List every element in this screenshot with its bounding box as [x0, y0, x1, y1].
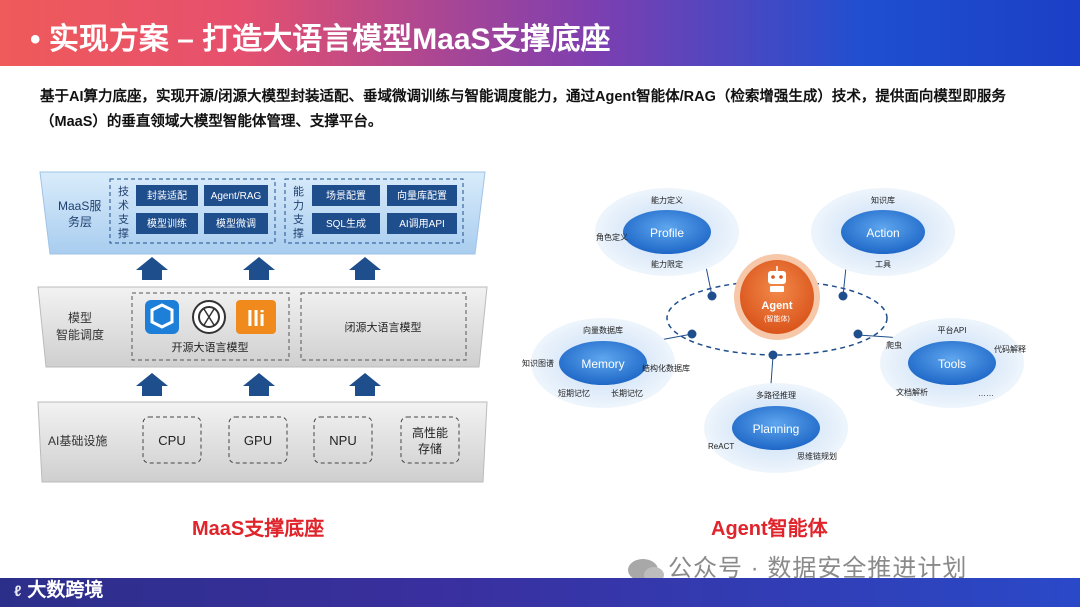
arrows-row-1	[136, 257, 381, 280]
up-arrow-icon	[243, 257, 275, 280]
tools-title: Tools	[938, 357, 966, 371]
infra-item-cpu: CPU	[158, 433, 185, 448]
cap-item-3: SQL生成	[326, 217, 366, 230]
profile-label-2: 角色定义	[596, 232, 628, 242]
planning-label-2: ReACT	[708, 442, 734, 451]
up-arrow-icon	[349, 257, 381, 280]
action-label-1: 知识库	[871, 195, 895, 205]
infra-item-npu: NPU	[329, 433, 356, 448]
tools-label-4: 文档解析	[896, 387, 928, 397]
service-layer-label-2: 务层	[68, 214, 92, 229]
maas-service-layer: MaaS服 务层 技 术 支 撑 封装适配 Agent/RAG 模型训练 模型微…	[39, 171, 486, 255]
tech-title-4: 撑	[118, 226, 129, 240]
cap-item-1: 场景配置	[326, 189, 366, 202]
open-source-label: 开源大语言模型	[172, 340, 249, 354]
agent-center-sub: (智能体)	[764, 314, 790, 323]
tech-title-3: 支	[118, 213, 129, 226]
profile-title: Profile	[650, 226, 684, 240]
open-model-logo-3-icon: lli	[236, 300, 276, 334]
tools-label-5: ……	[978, 389, 994, 398]
tools-label-3: 代码解释	[994, 344, 1026, 354]
memory-label-3: 结构化数据库	[642, 363, 690, 373]
tools-label-1: 平台API	[938, 325, 967, 335]
up-arrow-icon	[349, 373, 381, 396]
tech-item-1: 封装适配	[147, 189, 187, 202]
tech-item-2: Agent/RAG	[211, 191, 262, 202]
planning-title: Planning	[753, 422, 800, 436]
cap-title-4: 撑	[293, 226, 304, 240]
cap-title-2: 力	[293, 199, 304, 212]
tech-item-4: 模型微调	[216, 217, 256, 230]
service-layer-label-1: MaaS服	[58, 199, 101, 213]
planning-label-3: 思维链规划	[797, 451, 837, 461]
memory-label-5: 长期记忆	[611, 388, 643, 398]
logo-letters: lli	[247, 306, 265, 331]
closed-source-label: 闭源大语言模型	[345, 320, 422, 334]
cap-item-4: AI调用API	[399, 218, 445, 230]
tech-title-1: 技	[118, 185, 129, 198]
agent-diagram: Profile 能力定义 角色定义 能力限定 Action 知识库 工具 Mem…	[522, 188, 1026, 473]
model-layer-label-1: 模型	[68, 311, 92, 325]
brand-mark-icon: ℓ	[14, 583, 22, 600]
tech-title-2: 术	[118, 199, 129, 212]
cap-item-2: 向量库配置	[397, 189, 447, 202]
watermark: 公众号 · 数据安全推进计划	[628, 548, 967, 583]
up-arrow-icon	[136, 257, 168, 280]
up-arrow-icon	[243, 373, 275, 396]
infra-item-gpu: GPU	[244, 433, 272, 448]
profile-label-1: 能力定义	[651, 195, 683, 205]
open-model-logo-2-icon	[192, 300, 226, 334]
watermark-text: 公众号 · 数据安全推进计划	[668, 555, 968, 582]
arrows-row-2	[136, 373, 381, 396]
footer-bar	[0, 578, 1080, 607]
cap-title-1: 能	[293, 184, 304, 198]
up-arrow-icon	[136, 373, 168, 396]
action-title: Action	[866, 226, 899, 240]
open-model-logo-1-icon	[145, 300, 179, 334]
infra-storage-line-1: 高性能	[412, 425, 448, 440]
infra-storage-line-2: 存储	[418, 441, 442, 456]
memory-title: Memory	[581, 357, 624, 371]
title-banner: • 实现方案 – 打造大语言模型MaaS支撑底座	[0, 0, 1080, 66]
memory-label-4: 短期记忆	[558, 388, 590, 398]
agent-caption: Agent智能体	[711, 518, 828, 540]
robot-icon	[768, 266, 786, 292]
planning-label-1: 多路径推理	[756, 390, 796, 400]
maas-caption: MaaS支撑底座	[192, 518, 325, 540]
tools-label-2: 爬虫	[886, 340, 902, 350]
slide-title: • 实现方案 – 打造大语言模型MaaS支撑底座	[30, 23, 611, 56]
brand-name: 大数跨境	[27, 580, 104, 601]
model-scheduling-layer: 模型 智能调度 lli 开源大语言模型 闭源大语言模型	[37, 286, 488, 368]
action-label-2: 工具	[875, 260, 891, 269]
brand-logo: ℓ 大数跨境	[14, 575, 103, 602]
model-layer-label-2: 智能调度	[56, 327, 104, 342]
memory-label-2: 知识图谱	[522, 358, 554, 368]
infra-layer-label: AI基础设施	[48, 434, 107, 448]
ai-infrastructure-layer: AI基础设施 CPU GPU NPU 高性能 存储	[37, 401, 488, 483]
intro-paragraph: 基于AI算力底座，实现开源/闭源大模型封装适配、垂域微调训练与智能调度能力，通过…	[40, 89, 1006, 130]
tech-item-3: 模型训练	[147, 217, 187, 230]
profile-label-3: 能力限定	[651, 259, 683, 269]
cap-title-3: 支	[293, 213, 304, 226]
agent-center-title: Agent	[761, 300, 793, 312]
memory-label-1: 向量数据库	[583, 325, 623, 335]
